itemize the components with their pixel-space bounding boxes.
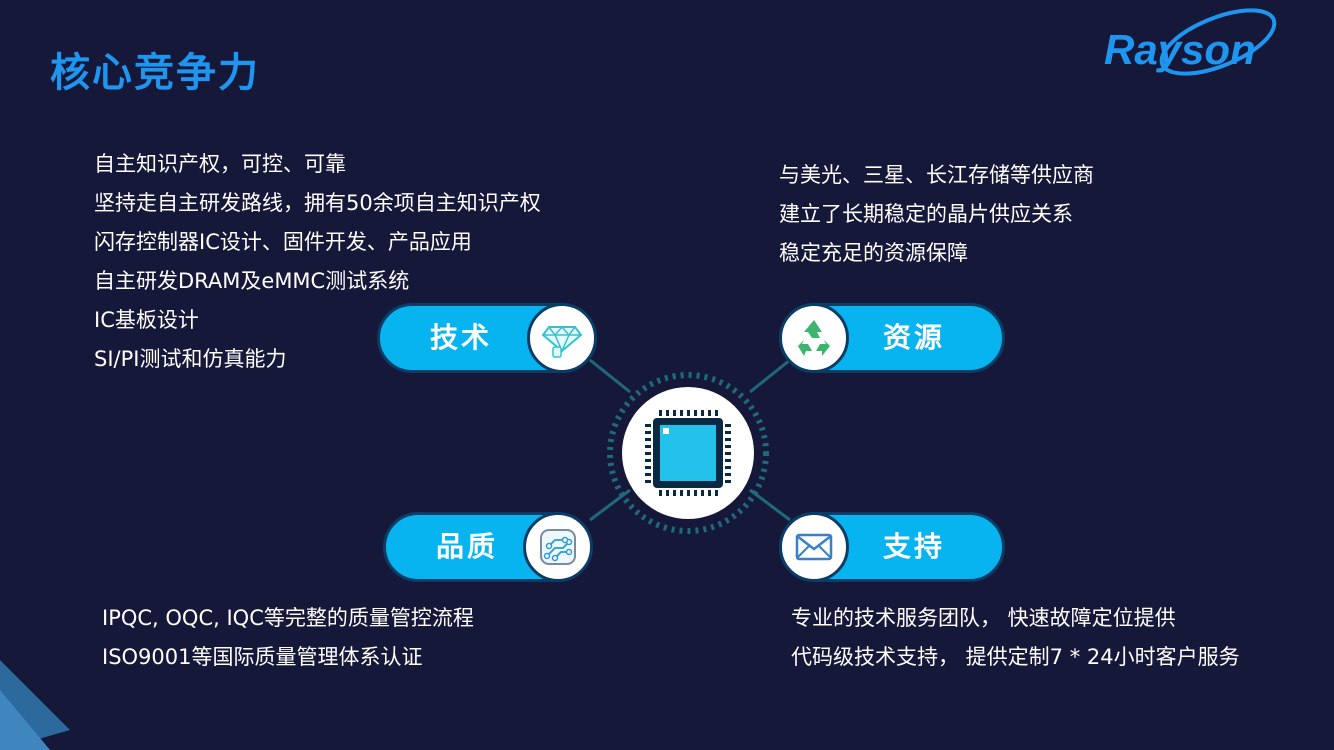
page-title: 核心竞争力 xyxy=(50,50,260,96)
text-line: 与美光、三星、长江存储等供应商 xyxy=(779,163,1094,187)
text-line: ISO9001等国际质量管理体系认证 xyxy=(102,645,423,669)
tech-icon-badge xyxy=(527,303,597,373)
quality-icon-badge xyxy=(523,512,593,582)
text-line: 坚持走自主研发路线，拥有50余项自主知识产权 xyxy=(94,191,541,215)
support-pill: 支持 xyxy=(779,512,1005,582)
tech-label: 技术 xyxy=(430,321,493,354)
text-line: 自主知识产权，可控、可靠 xyxy=(94,152,346,176)
text-line: 闪存控制器IC设计、固件开发、产品应用 xyxy=(94,230,472,254)
circuit-board-icon xyxy=(540,529,576,565)
quality-description: IPQC, OQC, IQC等完整的质量管控流程 ISO9001等国际质量管理体… xyxy=(102,599,474,677)
resource-icon-badge xyxy=(779,303,849,373)
text-line: 稳定充足的资源保障 xyxy=(779,241,968,265)
envelope-icon xyxy=(795,533,833,561)
chip-icon xyxy=(645,410,731,496)
text-line: 自主研发DRAM及eMMC测试系统 xyxy=(94,269,410,293)
support-description: 专业的技术服务团队， 快速故障定位提供 代码级技术支持， 提供定制7 * 24小… xyxy=(791,599,1240,677)
diamond-hand-icon xyxy=(541,325,583,358)
text-line: 专业的技术服务团队， 快速故障定位提供 xyxy=(791,606,1176,630)
logo-text: Rayson xyxy=(1104,26,1256,73)
support-icon-badge xyxy=(779,512,849,582)
text-line: 代码级技术支持， 提供定制7 * 24小时客户服务 xyxy=(791,645,1240,669)
chip-hub xyxy=(607,372,769,534)
resource-pill: 资源 xyxy=(779,303,1005,373)
resource-description: 与美光、三星、长江存储等供应商 建立了长期稳定的晶片供应关系 稳定充足的资源保障 xyxy=(779,156,1094,273)
recycle-icon xyxy=(798,320,830,356)
quality-label: 品质 xyxy=(436,530,499,563)
tech-description: 自主知识产权，可控、可靠 坚持走自主研发路线，拥有50余项自主知识产权 闪存控制… xyxy=(94,145,541,379)
resource-label: 资源 xyxy=(883,321,946,354)
text-line: IC基板设计 xyxy=(94,308,199,332)
support-label: 支持 xyxy=(883,530,946,563)
corner-decoration xyxy=(0,660,70,750)
quality-pill: 品质 xyxy=(383,512,593,582)
text-line: IPQC, OQC, IQC等完整的质量管控流程 xyxy=(102,606,474,630)
tech-pill: 技术 xyxy=(377,303,597,373)
rayson-logo: Rayson xyxy=(1104,8,1277,76)
text-line: 建立了长期稳定的晶片供应关系 xyxy=(779,202,1073,226)
text-line: SI/PI测试和仿真能力 xyxy=(94,347,287,371)
